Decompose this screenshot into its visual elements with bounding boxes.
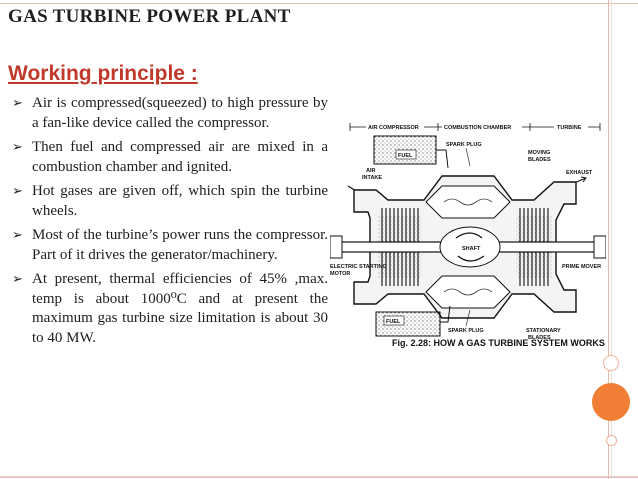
right-border-line-inner: [611, 0, 612, 479]
arrow-bullet-icon: ➢: [12, 184, 23, 199]
arrow-bullet-icon: ➢: [12, 140, 23, 155]
electric-motor-box: [330, 235, 343, 259]
bullet-item: ➢ Then fuel and compressed air are mixed…: [12, 138, 328, 177]
turbine-label: TURBINE: [557, 125, 582, 131]
air-compressor-label: AIR COMPRESSOR: [368, 125, 419, 131]
label-bg: [366, 123, 424, 131]
combustion-chamber-label: COMBUSTION CHAMBER: [444, 125, 511, 131]
spark-plug-top-leader: [465, 147, 471, 167]
fuel-bottom-label: FUEL: [386, 319, 401, 325]
flame-bottom: [443, 288, 493, 296]
label-bg: [442, 123, 522, 131]
spark-plug-top-label: SPARK PLUG: [446, 142, 482, 148]
bullet-item: ➢ Air is compressed(squeezed) to high pr…: [12, 94, 328, 133]
fuel-line-top: [436, 149, 449, 169]
prime-mover-label: PRIME MOVER: [562, 264, 601, 270]
bullet-item: ➢ Most of the turbine’s power runs the c…: [12, 226, 328, 265]
fuel-top-label: FUEL: [398, 153, 413, 159]
spark-plug-bottom-label: SPARK PLUG: [448, 328, 484, 334]
decor-circle-large: [592, 383, 630, 421]
combustion-chamber-top: [425, 185, 511, 219]
combustion-chamber-bottom: [425, 275, 511, 309]
slide-title: GAS TURBINE POWER PLANT: [8, 6, 291, 27]
bullet-text: Then fuel and compressed air are mixed i…: [32, 139, 328, 175]
moving-blades-label-1: MOVING: [528, 150, 550, 156]
diagram-caption: Fig. 2.28: HOW A GAS TURBINE SYSTEM WORK…: [392, 338, 605, 348]
bullet-text: Air is compressed(squeezed) to high pres…: [32, 95, 328, 131]
bullet-text: Hot gases are given off, which spin the …: [32, 183, 328, 219]
decor-circle-small: [606, 435, 617, 446]
slide-subtitle: Working principle :: [8, 62, 198, 85]
flame-top: [443, 198, 493, 206]
moving-blades-label-2: BLADES: [528, 157, 551, 163]
label-bg: [554, 123, 588, 131]
arrow-bullet-icon: ➢: [12, 228, 23, 243]
decor-circle-medium: [603, 355, 619, 371]
stationary-blades-label-1: STATIONARY: [526, 328, 561, 334]
bullet-item: ➢ At present, thermal efficiencies of 45…: [12, 270, 328, 348]
bullet-item: ➢ Hot gases are given off, which spin th…: [12, 182, 328, 221]
top-divider: [0, 3, 638, 4]
arrow-bullet-icon: ➢: [12, 272, 23, 287]
bullet-list: ➢ Air is compressed(squeezed) to high pr…: [12, 94, 328, 353]
prime-mover-box: [593, 235, 606, 259]
fuel-line-bottom: [440, 305, 451, 323]
fuel-label-box: [383, 315, 405, 326]
spark-plug-bottom-leader: [465, 309, 471, 327]
bottom-divider: [0, 476, 638, 478]
arrow-bullet-icon: ➢: [12, 96, 23, 111]
right-border-line: [608, 0, 609, 479]
electric-motor-label-1: ELECTRIC STARTING: [330, 264, 387, 270]
exhaust-arrow-head: [580, 176, 587, 183]
bullet-text: At present, thermal efficiencies of 45% …: [32, 271, 328, 346]
exhaust-label: EXHAUST: [566, 170, 593, 176]
stationary-blades-label-2: BLADES: [528, 335, 551, 341]
shaft-label: SHAFT: [462, 246, 481, 252]
air-intake-label-2: INTAKE: [362, 175, 382, 181]
bullet-text: Most of the turbine’s power runs the com…: [32, 227, 328, 263]
rotation-arrows: [455, 232, 485, 262]
air-intake-label-1: AIR: [366, 168, 376, 174]
gas-turbine-diagram: AIR COMPRESSOR COMBUSTION CHAMBER TURBIN…: [330, 123, 606, 341]
fuel-label-box: [395, 149, 417, 160]
central-hub: [439, 226, 501, 268]
electric-motor-label-2: MOTOR: [330, 271, 350, 277]
